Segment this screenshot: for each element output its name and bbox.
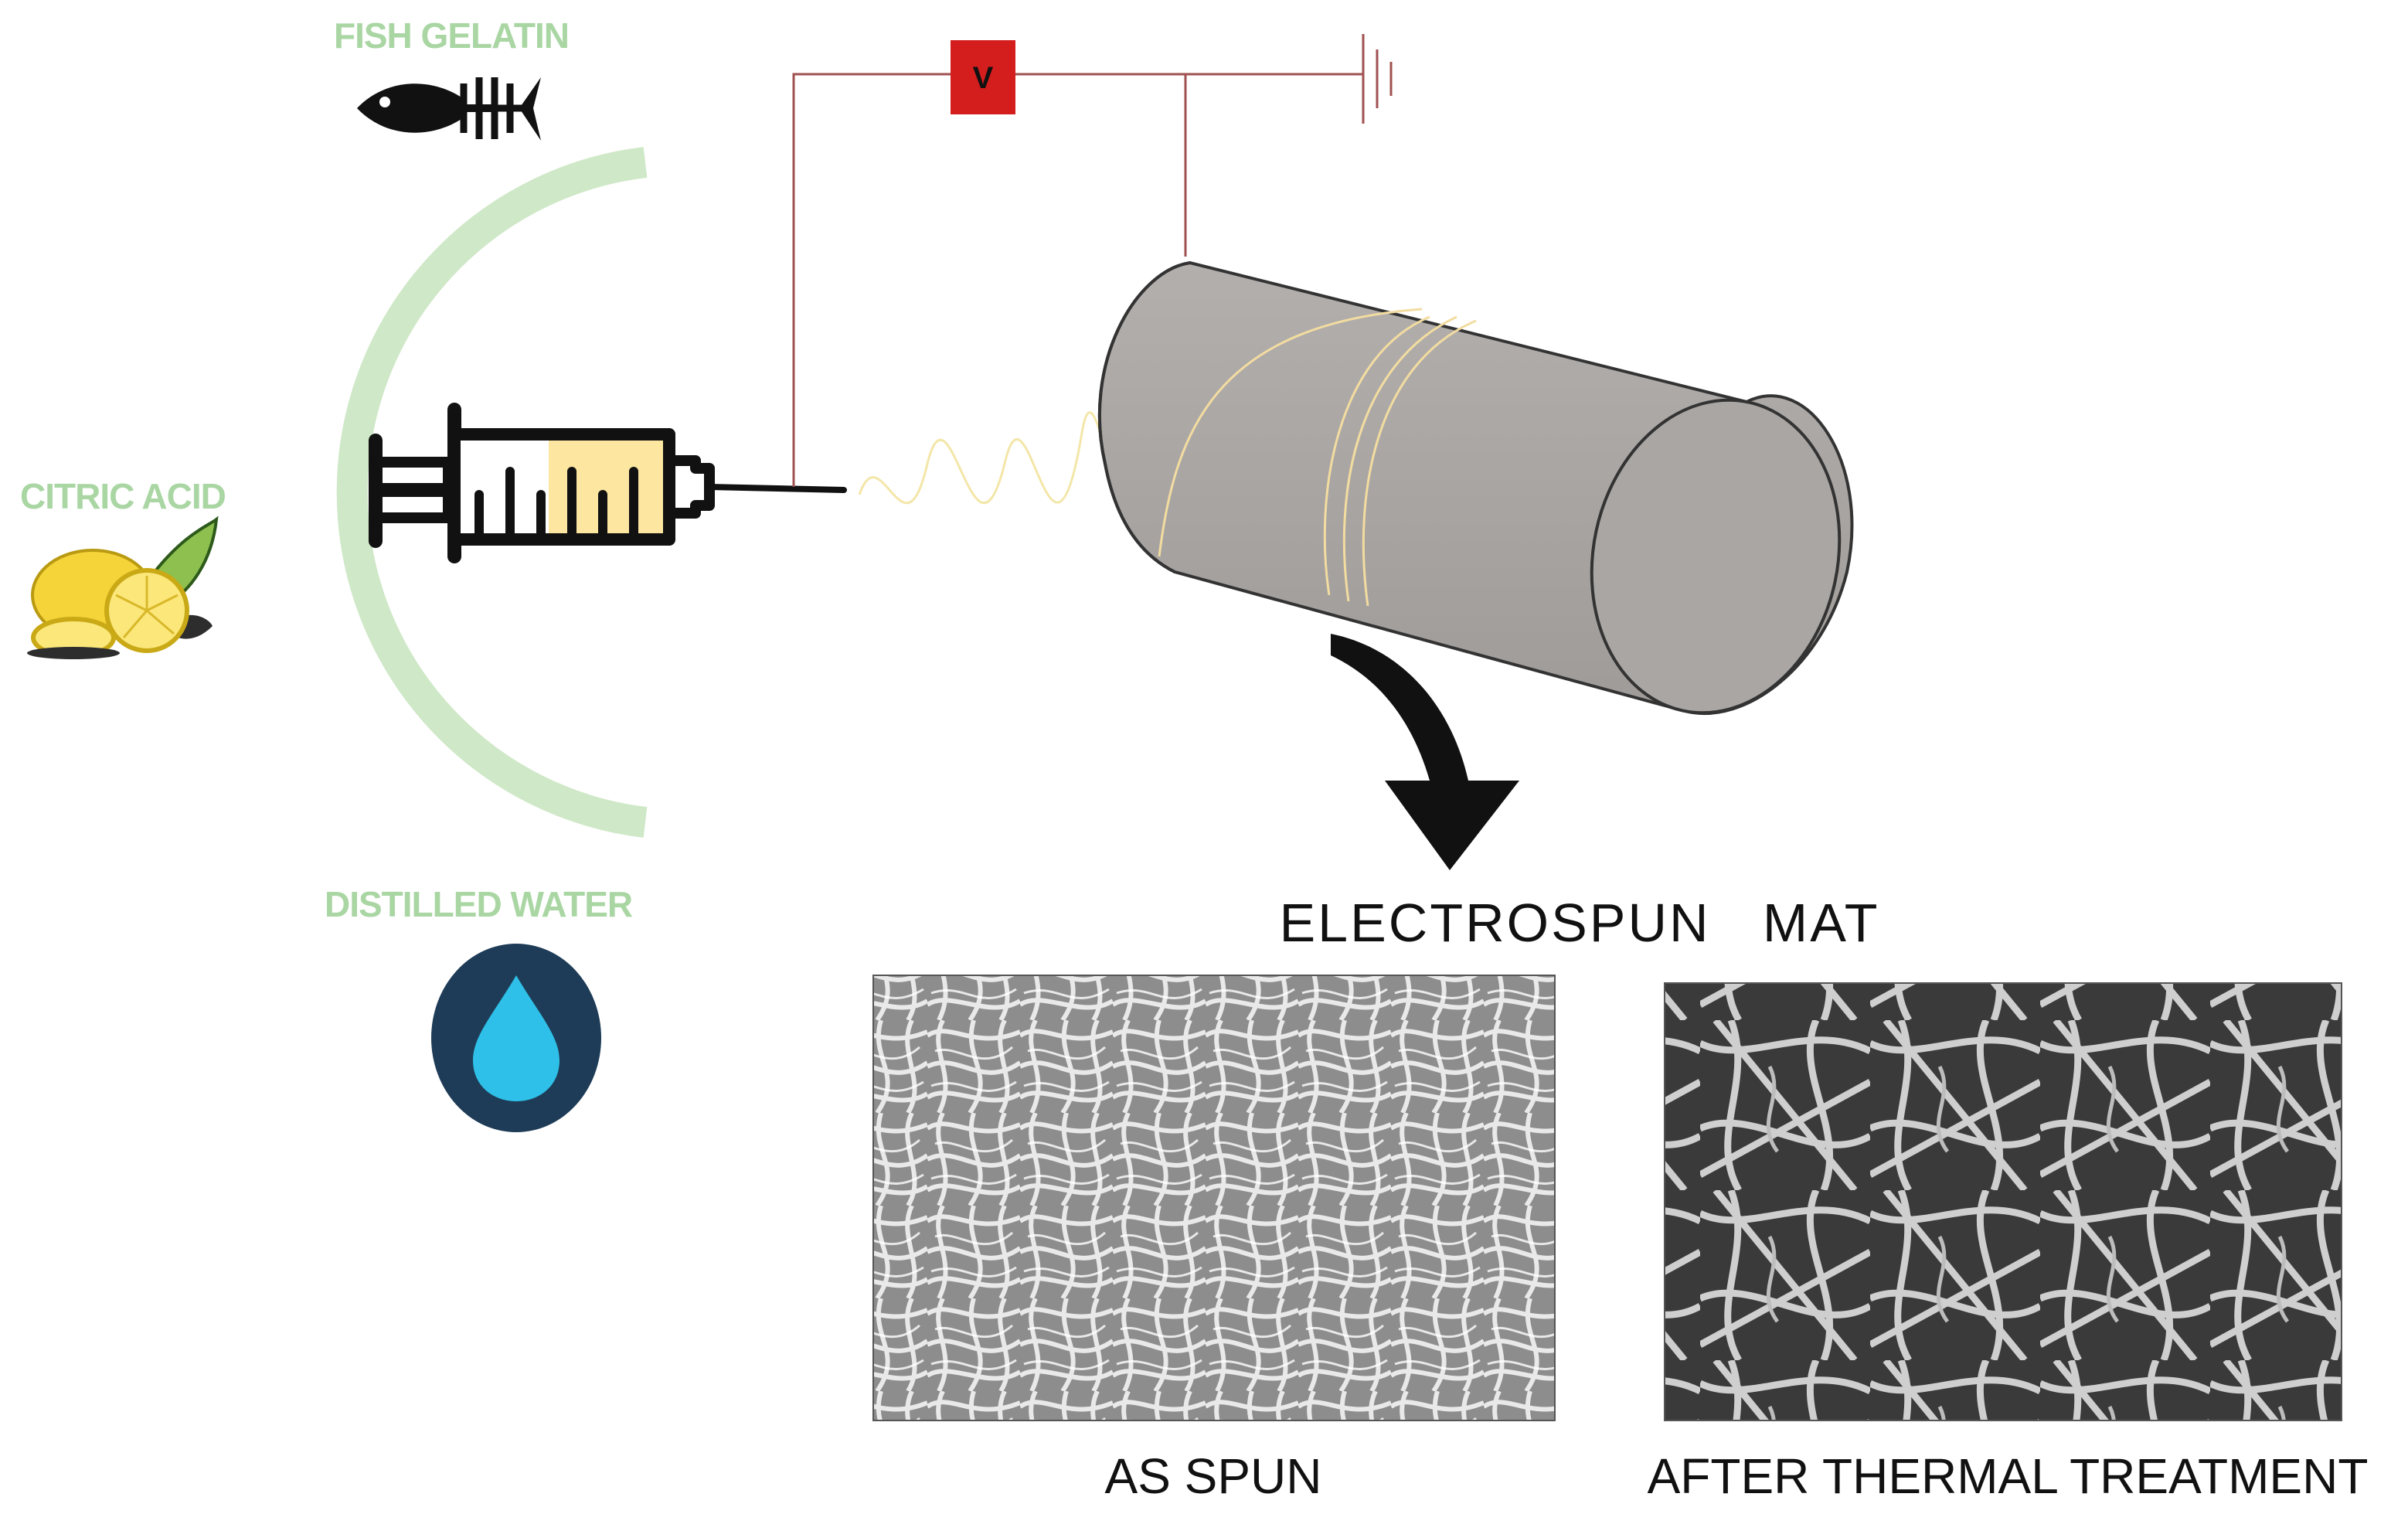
voltage-label: V — [973, 61, 994, 95]
mat-title: ELECTROSPUN MAT — [1279, 893, 1879, 953]
as-spun-caption: AS SPUN — [1105, 1448, 1322, 1504]
lemon-icon — [27, 515, 219, 659]
distilled-water-label: DISTILLED WATER — [325, 884, 633, 924]
circuit-wires — [792, 73, 1363, 487]
arrow-down-icon — [1331, 634, 1519, 870]
fish-skeleton-icon — [357, 77, 541, 141]
as-spun-micrograph — [872, 975, 1556, 1421]
after-thermal-caption: AFTER THERMAL TREATMENT — [1648, 1448, 2369, 1504]
voltage-source: V — [951, 40, 1015, 114]
after-thermal-micrograph — [1664, 982, 2342, 1421]
syringe-icon — [369, 403, 847, 563]
citric-acid-label: CITRIC ACID — [20, 476, 226, 516]
ground-icon — [1362, 34, 1393, 124]
collector-drum — [1097, 260, 1854, 716]
solution-arc — [336, 147, 648, 838]
water-drop-icon — [431, 944, 601, 1132]
fish-gelatin-label: FISH GELATIN — [334, 15, 569, 56]
